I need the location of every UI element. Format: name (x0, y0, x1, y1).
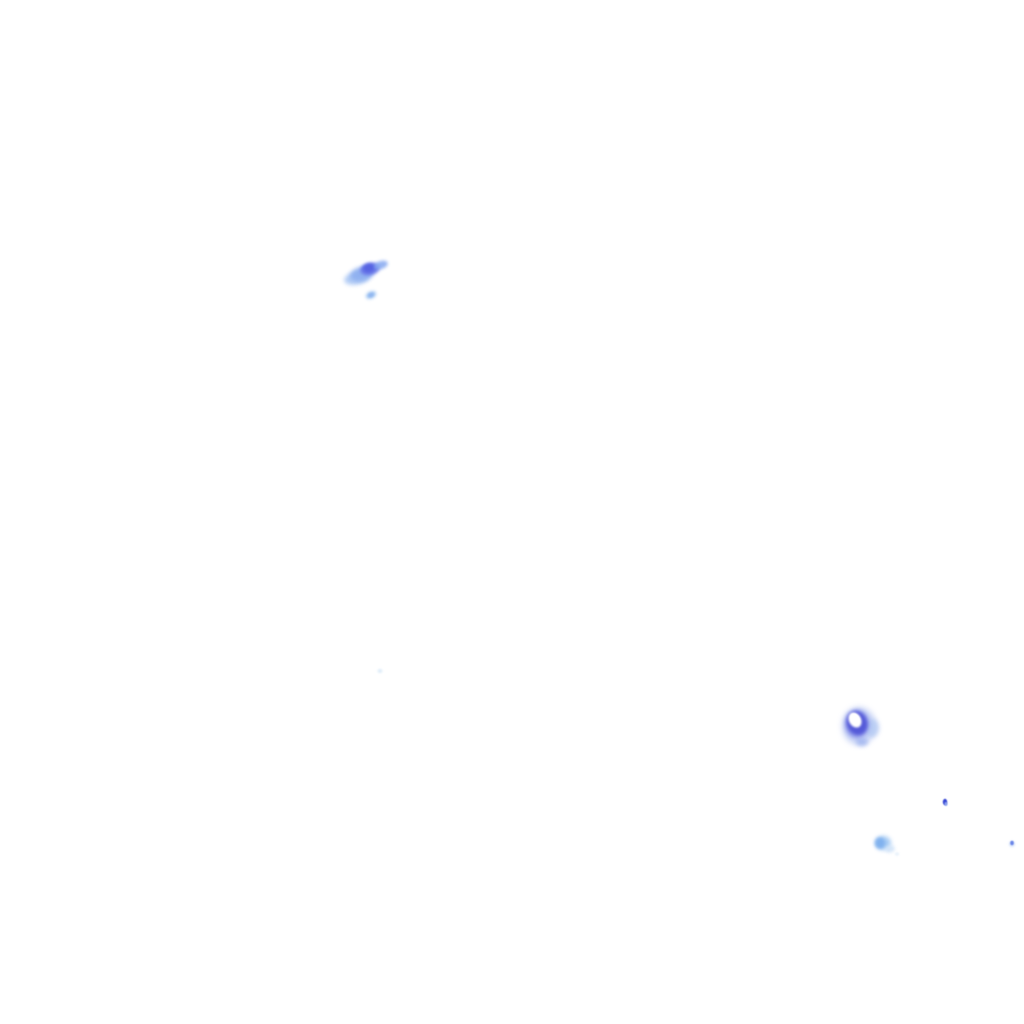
soft-blob-lower-right (875, 836, 899, 856)
ring-stain-right (842, 707, 879, 746)
ink-smudge-upper-left (344, 260, 388, 285)
faint-speck-center-left (377, 669, 383, 673)
micro-dot-right (942, 798, 948, 806)
micro-dot-far-right-edge (1009, 840, 1015, 847)
ink-dot-upper-left-small (365, 291, 377, 299)
